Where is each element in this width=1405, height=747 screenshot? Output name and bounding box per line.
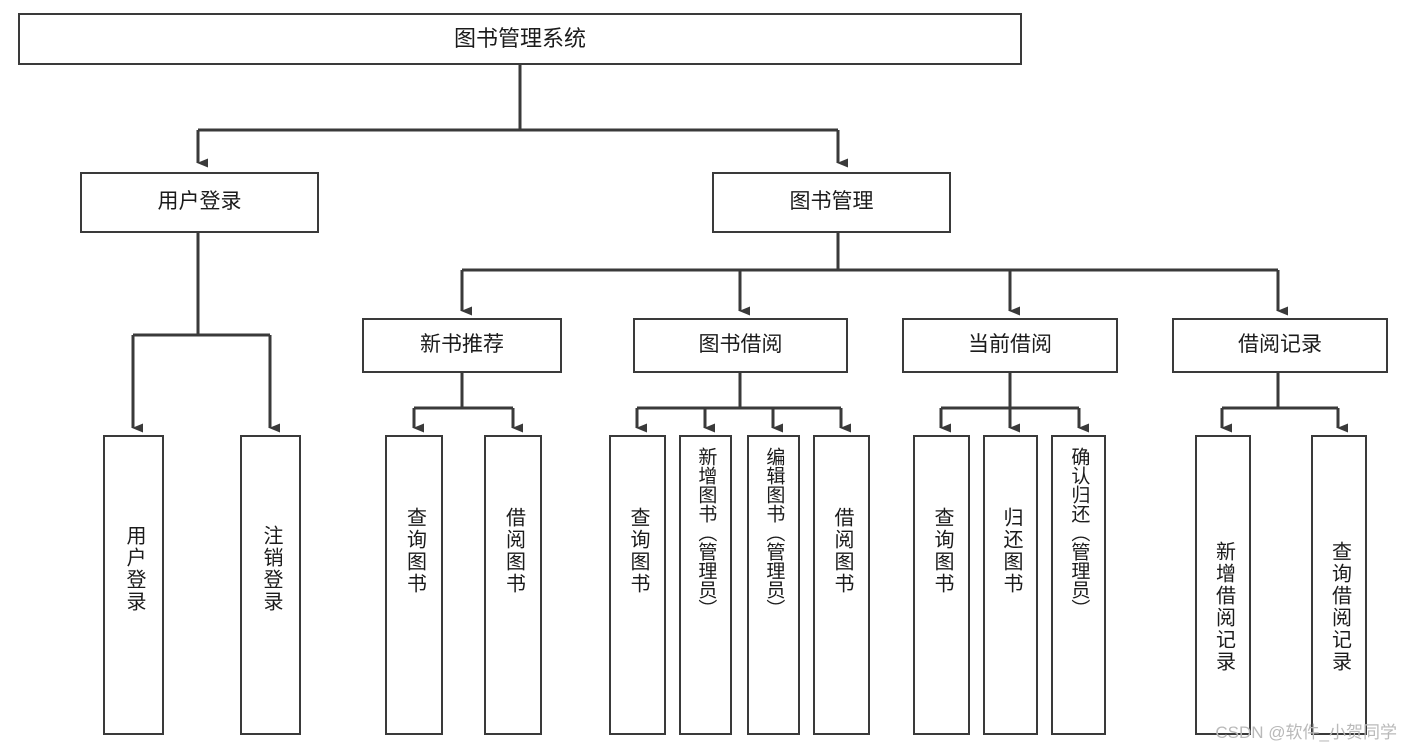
node-new-book-recommend-label: 新书推荐 — [420, 333, 504, 357]
node-leaf-add-borrow-record[interactable]: 新增借阅记录 — [1195, 435, 1251, 735]
node-leaf-query-book-2-label: 查询图书 — [627, 507, 649, 595]
node-leaf-query-book-3-label: 查询图书 — [931, 507, 953, 595]
node-leaf-query-book-3[interactable]: 查询图书 — [913, 435, 970, 735]
node-borrow-record[interactable]: 借阅记录 — [1172, 318, 1388, 373]
node-leaf-borrow-book-2[interactable]: 借阅图书 — [813, 435, 870, 735]
node-user-login[interactable]: 用户登录 — [80, 172, 319, 233]
node-leaf-edit-book-admin-label: 编辑图书（管理员） — [763, 447, 785, 618]
node-leaf-query-borrow-record-label: 查询借阅记录 — [1328, 541, 1351, 673]
node-book-borrow-label: 图书借阅 — [698, 333, 783, 357]
node-book-manage-label: 图书管理 — [789, 190, 874, 214]
node-current-borrow-label: 当前借阅 — [968, 333, 1052, 357]
node-leaf-user-login[interactable]: 用户登录 — [103, 435, 164, 735]
node-book-manage[interactable]: 图书管理 — [712, 172, 951, 233]
node-leaf-query-book-1[interactable]: 查询图书 — [385, 435, 443, 735]
node-leaf-borrow-book-1[interactable]: 借阅图书 — [484, 435, 542, 735]
node-leaf-return-book[interactable]: 归还图书 — [983, 435, 1038, 735]
node-leaf-confirm-return-admin[interactable]: 确认归还（管理员） — [1051, 435, 1106, 735]
node-leaf-logout-login[interactable]: 注销登录 — [240, 435, 301, 735]
node-current-borrow[interactable]: 当前借阅 — [902, 318, 1118, 373]
node-leaf-edit-book-admin[interactable]: 编辑图书（管理员） — [747, 435, 800, 735]
node-leaf-add-book-admin[interactable]: 新增图书（管理员） — [679, 435, 732, 735]
node-leaf-borrow-book-2-label: 借阅图书 — [831, 507, 853, 595]
node-leaf-query-borrow-record[interactable]: 查询借阅记录 — [1311, 435, 1367, 735]
node-leaf-confirm-return-admin-label: 确认归还（管理员） — [1068, 447, 1090, 618]
node-leaf-borrow-book-1-label: 借阅图书 — [502, 507, 525, 595]
node-leaf-user-login-label: 用户登录 — [123, 525, 145, 613]
node-leaf-add-borrow-record-label: 新增借阅记录 — [1212, 541, 1235, 673]
watermark-text: CSDN @软件_小贺同学 — [1215, 723, 1397, 742]
node-root[interactable]: 图书管理系统 — [18, 13, 1022, 65]
node-new-book-recommend[interactable]: 新书推荐 — [362, 318, 562, 373]
node-leaf-add-book-admin-label: 新增图书（管理员） — [695, 447, 717, 618]
node-borrow-record-label: 借阅记录 — [1238, 333, 1322, 357]
node-leaf-query-book-1-label: 查询图书 — [403, 507, 426, 595]
node-leaf-query-book-2[interactable]: 查询图书 — [609, 435, 666, 735]
node-book-borrow[interactable]: 图书借阅 — [633, 318, 848, 373]
node-root-label: 图书管理系统 — [453, 26, 586, 52]
node-leaf-return-book-label: 归还图书 — [1000, 507, 1022, 595]
node-user-login-label: 用户登录 — [157, 190, 242, 214]
node-leaf-logout-login-label: 注销登录 — [260, 525, 282, 613]
